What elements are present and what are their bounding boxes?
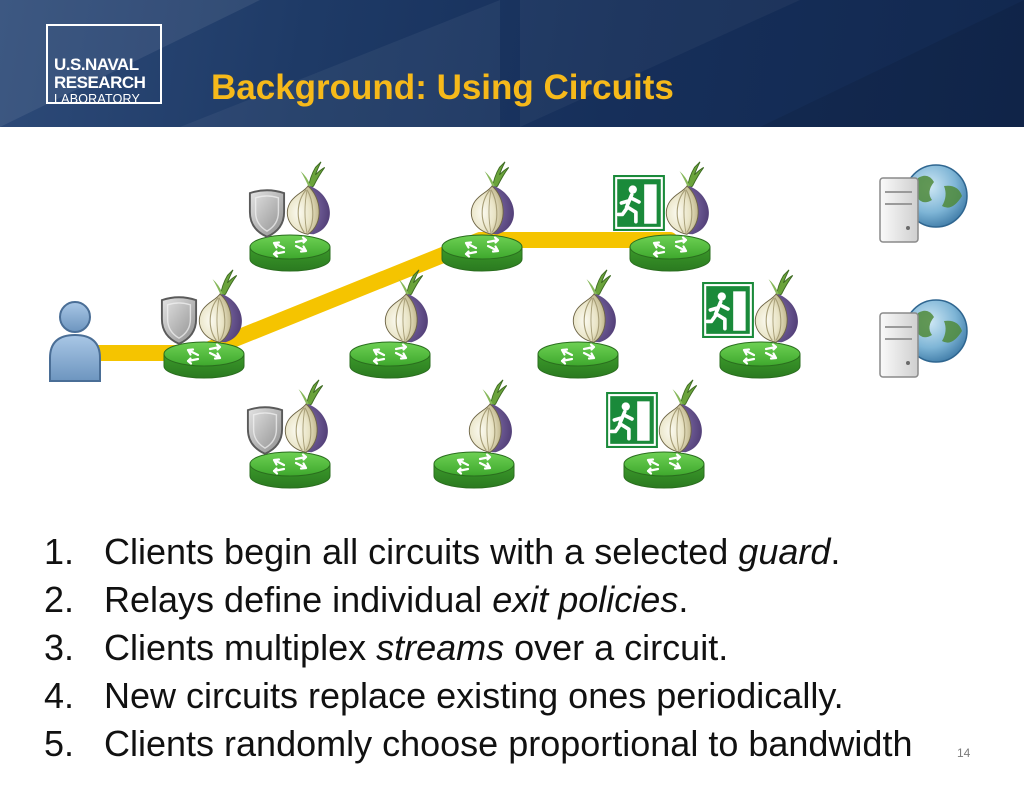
- relay-middle-4: [432, 379, 516, 490]
- guard-shield-icon: [248, 189, 286, 238]
- relay-exit-2: [700, 269, 802, 380]
- exit-sign-icon: [604, 390, 660, 450]
- list-item-number: 4.: [44, 675, 75, 716]
- nrl-logo: U.S.NAVAL RESEARCH LABORATORY: [46, 24, 162, 106]
- router-icon: [248, 450, 332, 490]
- router-icon: [622, 450, 706, 490]
- bullet-list: 1. Clients begin all circuits with a sele…: [40, 528, 912, 768]
- list-item-text: over a circuit.: [504, 627, 729, 668]
- destination-2: [879, 299, 968, 378]
- router-icon: [162, 340, 246, 380]
- relay-guard-3: [246, 379, 332, 490]
- list-item-number: 3.: [44, 627, 75, 668]
- tor-onion-icon: [665, 161, 710, 235]
- user-icon: [59, 301, 91, 333]
- list-item: 3. Clients multiplex streams over a circu…: [40, 624, 912, 672]
- router-icon: [628, 233, 712, 273]
- router-icon: [718, 340, 802, 380]
- list-item-number: 5.: [44, 723, 75, 764]
- list-item-text: .: [830, 531, 841, 572]
- slide-title: Background: Using Circuits: [211, 68, 674, 107]
- relay-exit-1: [611, 161, 712, 273]
- list-item: 5. Clients randomly choose proportional t…: [40, 720, 912, 768]
- router-icon: [536, 340, 620, 380]
- server-icon: [879, 312, 919, 378]
- tor-onion-icon: [754, 269, 799, 343]
- relay-middle-3: [536, 269, 620, 380]
- tor-onion-icon: [286, 161, 331, 235]
- logo-line-3: LABORATORY: [54, 92, 141, 106]
- tor-onion-icon: [284, 379, 329, 453]
- list-item-number: 2.: [44, 579, 75, 620]
- circuit-path: [62, 232, 678, 361]
- list-item-number: 1.: [44, 531, 75, 572]
- list-item-emphasis: guard: [738, 531, 831, 572]
- router-icon: [348, 340, 432, 380]
- router-icon: [248, 233, 332, 273]
- tor-onion-icon: [468, 379, 513, 453]
- header-facet: [520, 0, 800, 127]
- list-item-text: New circuits replace existing ones perio…: [104, 675, 844, 716]
- tor-circuit-diagram: [49, 161, 968, 490]
- header-facet: [180, 0, 500, 127]
- relay-guard-1: [248, 161, 332, 273]
- tor-onion-icon: [198, 269, 243, 343]
- exit-sign-icon: [700, 280, 756, 340]
- list-item: 1. Clients begin all circuits with a sele…: [40, 528, 912, 576]
- page-number: 14: [957, 746, 971, 760]
- list-item-text: Relays define individual: [104, 579, 493, 620]
- server-icon: [879, 177, 919, 243]
- exit-sign-icon: [611, 173, 667, 233]
- tor-onion-icon: [572, 269, 617, 343]
- header-facet: [760, 0, 1024, 127]
- relay-middle-1: [440, 161, 524, 273]
- logo-line-1: U.S.NAVAL: [54, 55, 139, 74]
- list-item-emphasis: exit policies: [492, 579, 679, 620]
- tor-onion-icon: [658, 379, 703, 453]
- list-item-text: Clients begin all circuits with a select…: [104, 531, 739, 572]
- guard-shield-icon: [246, 406, 284, 455]
- relay-exit-3: [604, 379, 706, 490]
- list-item-text: Clients randomly choose proportional to …: [104, 723, 913, 764]
- router-icon: [440, 233, 524, 273]
- router-icon: [432, 450, 516, 490]
- list-item-text: Clients multiplex: [104, 627, 377, 668]
- slide-header: U.S.NAVAL RESEARCH LABORATORY Background…: [0, 0, 1024, 127]
- list-item-emphasis: streams: [376, 627, 505, 668]
- list-item-text: .: [678, 579, 689, 620]
- guard-shield-icon: [160, 296, 198, 345]
- relay-guard-2: [160, 269, 246, 380]
- list-item: 2. Relays define individual exit policies…: [40, 576, 912, 624]
- destination-1: [879, 164, 968, 243]
- client-user: [49, 301, 101, 382]
- logo-line-2: RESEARCH: [54, 73, 146, 92]
- list-item: 4. New circuits replace existing ones per…: [40, 672, 912, 720]
- header-facet: [0, 0, 260, 127]
- tor-onion-icon: [470, 161, 515, 235]
